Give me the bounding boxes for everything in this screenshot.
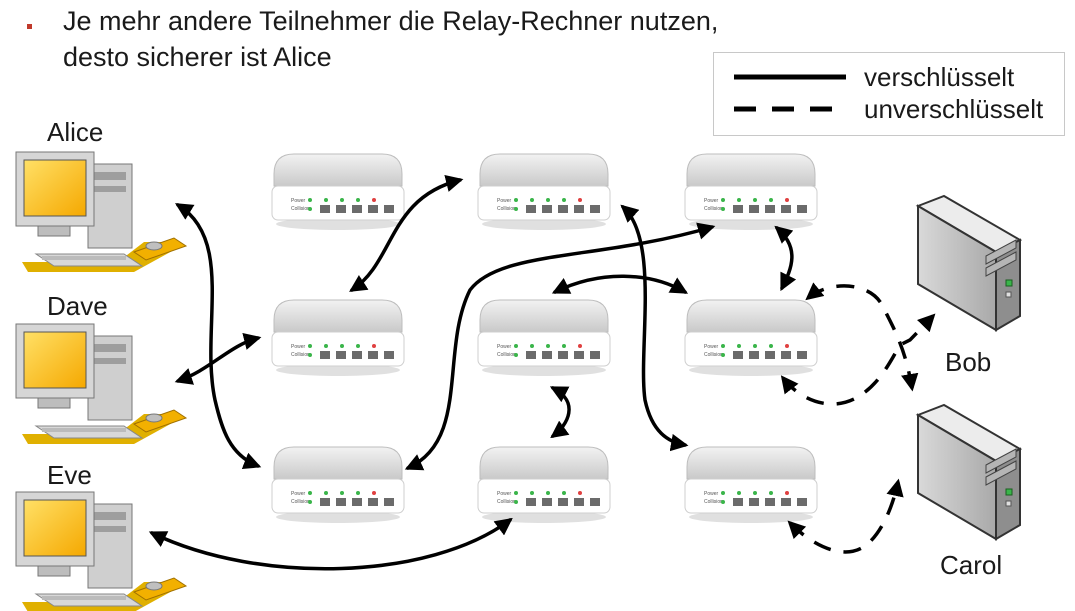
- label-alice: Alice: [47, 117, 104, 147]
- router-r1c2: [477, 153, 611, 231]
- encrypted-link-dave: [174, 332, 262, 385]
- legend: verschlüsselt unverschlüsselt: [713, 52, 1065, 136]
- encrypted-link-2: [404, 222, 716, 471]
- bullet-marker: [27, 24, 32, 29]
- router-r3c2: [477, 446, 611, 524]
- unencrypted-link-carol: [787, 478, 904, 554]
- router-r3c1: [271, 446, 405, 524]
- solid-line-swatch: [734, 74, 846, 80]
- label-eve: Eve: [47, 460, 92, 490]
- legend-row-solid: verschlüsselt: [714, 61, 1064, 93]
- encrypted-link-alice: [175, 203, 262, 470]
- router-r3c3: [684, 446, 818, 524]
- label-bob: Bob: [945, 347, 992, 377]
- legend-row-dashed: unverschlüsselt: [714, 93, 1064, 125]
- encrypted-link-eve: [148, 517, 513, 571]
- bullet-line-1: Je mehr andere Teilnehmer die Relay-Rech…: [63, 6, 719, 36]
- bullet-text: Je mehr andere Teilnehmer die Relay-Rech…: [63, 3, 718, 75]
- unencrypted-link-bob-1: [805, 282, 919, 392]
- dashed-line-swatch: [734, 106, 846, 112]
- encrypted-link-6: [774, 225, 797, 292]
- router-r1c3: [684, 153, 818, 231]
- legend-dashed-label: unverschlüsselt: [864, 94, 1044, 124]
- router-r2c2: [477, 299, 611, 377]
- carol-server: [917, 404, 1021, 540]
- legend-solid-label: verschlüsselt: [864, 62, 1015, 92]
- encrypted-link-5: [549, 386, 571, 439]
- bullet-line-2: desto sicherer ist Alice: [63, 42, 332, 72]
- encrypted-link-4: [551, 274, 689, 294]
- label-carol: Carol: [940, 550, 1003, 580]
- eve-computer: [15, 491, 187, 611]
- label-dave: Dave: [47, 291, 108, 321]
- bob-server: [917, 195, 1021, 331]
- router-r1c1: [271, 153, 405, 231]
- router-r2c3: [684, 299, 818, 377]
- encrypted-link-3: [620, 204, 689, 452]
- encrypted-link-1: [349, 174, 464, 292]
- router-r2c1: [271, 299, 405, 377]
- dave-computer: [15, 323, 187, 445]
- alice-computer: [15, 151, 187, 273]
